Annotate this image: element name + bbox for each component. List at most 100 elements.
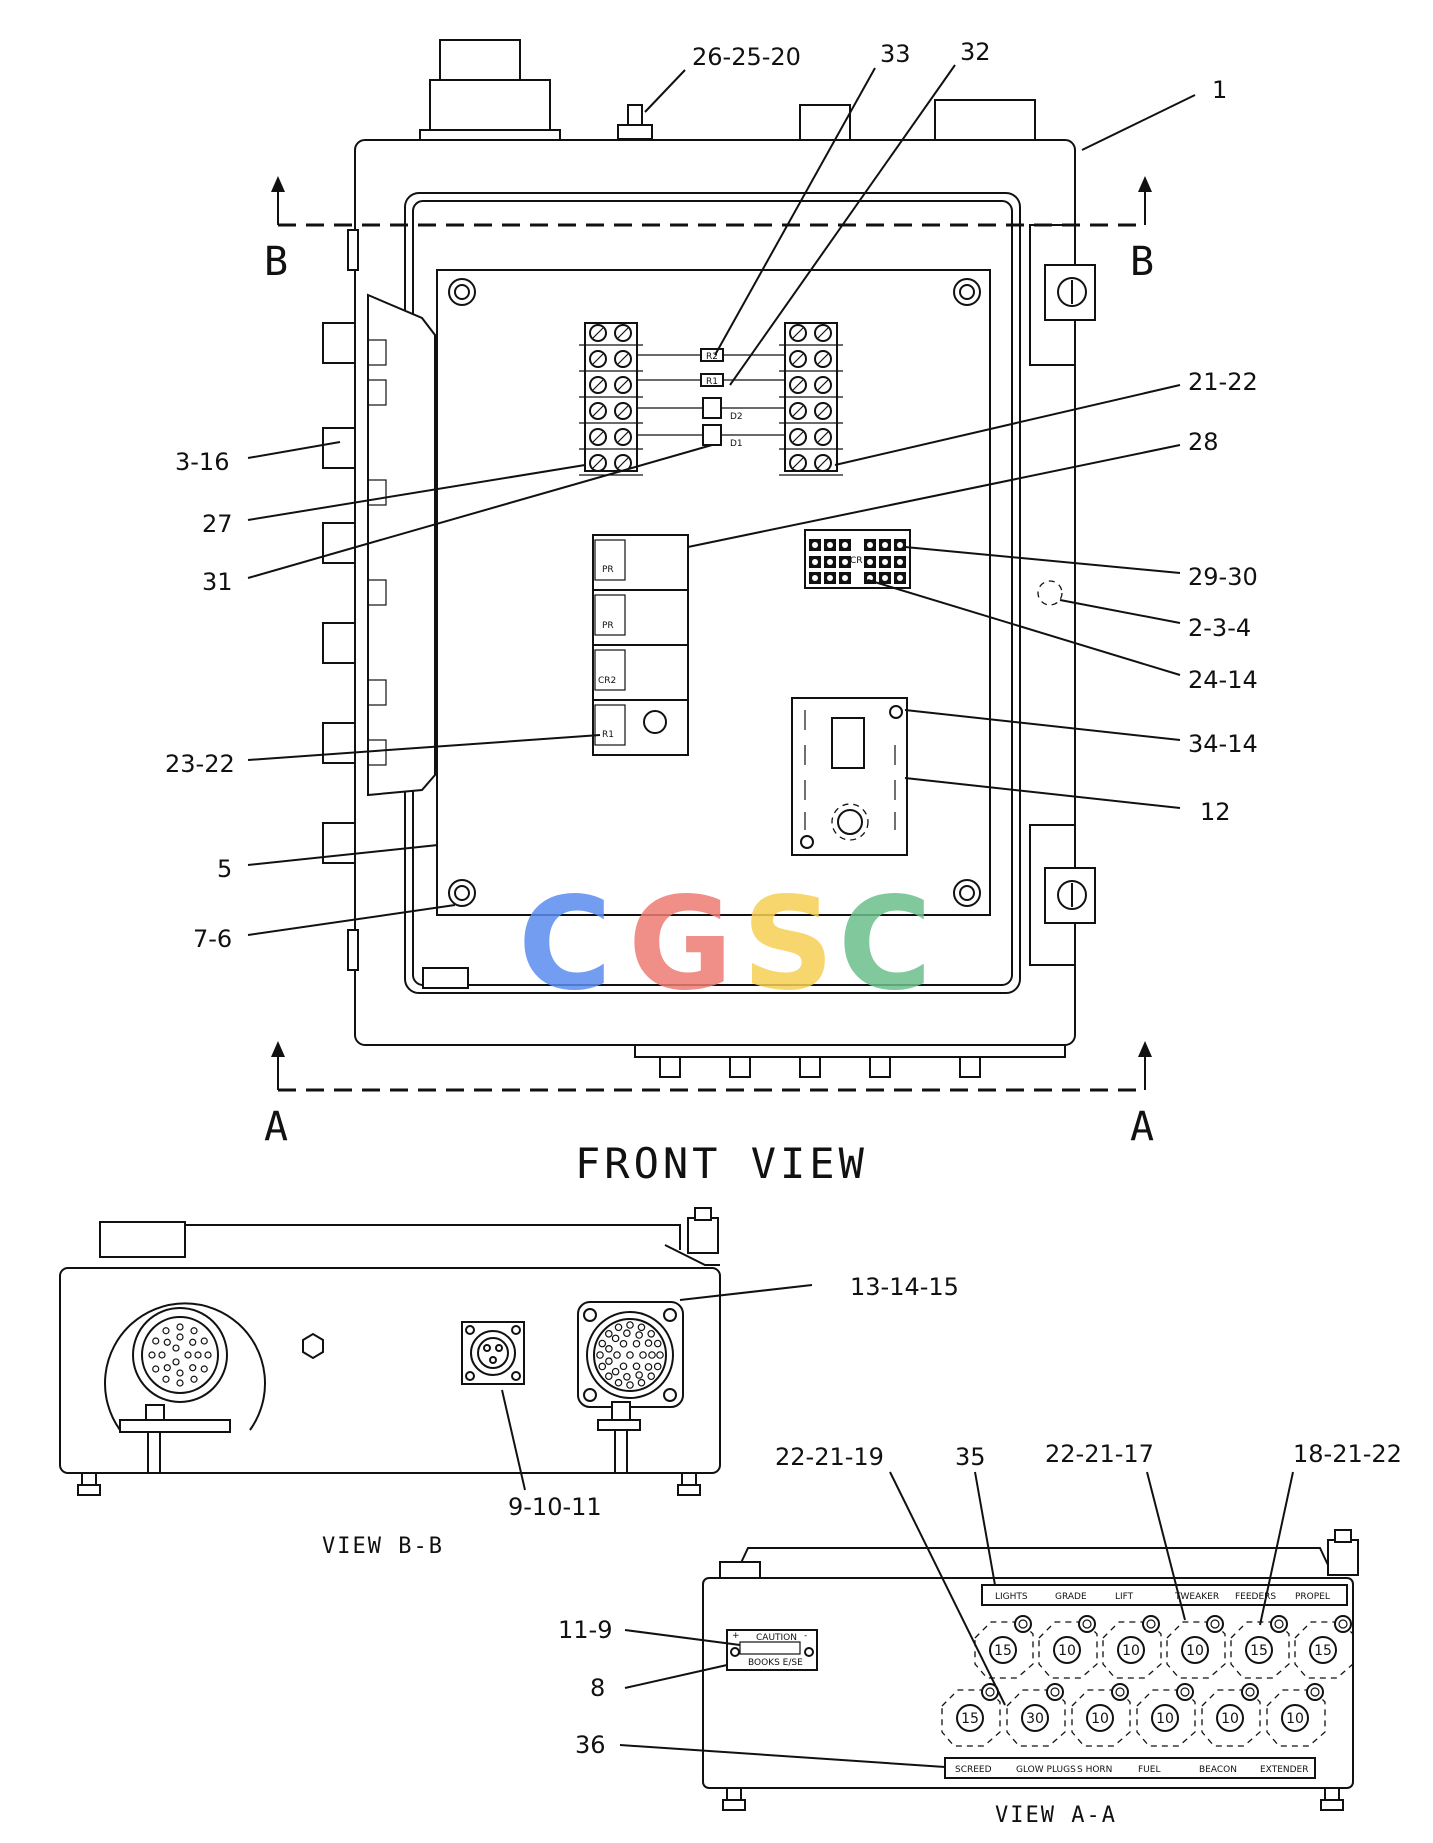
fuse-holder: 15 xyxy=(941,1683,1001,1747)
section-line-a: A A xyxy=(264,1041,1154,1150)
panel-screw-bl xyxy=(448,879,476,907)
terminal-block-right xyxy=(779,322,843,476)
aa-caution-plate: CAUTION BOOKS E/SE + - xyxy=(726,1629,818,1671)
bb-leader-13 xyxy=(679,1284,813,1301)
bottom-strip-label: EXTENDER xyxy=(1260,1765,1308,1775)
panel-screw-tr xyxy=(953,278,981,306)
top-strip-label: FEEDERS xyxy=(1235,1592,1276,1602)
bb-leader-9 xyxy=(501,1389,526,1491)
fuse-holder: 10 xyxy=(1038,1615,1098,1679)
panel-screw-br xyxy=(953,879,981,907)
callout-7-6: 7-6 xyxy=(193,925,232,953)
terminal-block-left xyxy=(579,322,643,476)
callout-1: 1 xyxy=(1212,76,1227,104)
d2-label: D2 xyxy=(730,412,743,422)
aa-callouts: 22-21-19 35 22-21-17 18-21-22 11-9 8 36 xyxy=(558,1440,1402,1759)
bottom-strip-label: BEACON xyxy=(1199,1765,1237,1775)
fuse-rating: 10 xyxy=(1286,1711,1304,1727)
section-a-right: A xyxy=(1130,1104,1154,1150)
callout-28: 28 xyxy=(1188,428,1219,456)
top-strip-label: GRADE xyxy=(1055,1592,1087,1602)
callout-27: 27 xyxy=(202,510,233,538)
view-aa-title: VIEW A-A xyxy=(995,1803,1117,1828)
relay-a-label: PR xyxy=(602,565,614,575)
watermark-c2: C xyxy=(838,870,932,1019)
cr-label: CR xyxy=(850,556,863,566)
resistor-r1: R1 xyxy=(637,373,785,387)
wire-cover xyxy=(367,293,436,797)
relay-c-label: CR2 xyxy=(598,676,616,686)
callout-8: 8 xyxy=(590,1674,605,1702)
latch-upper xyxy=(1029,224,1096,366)
bb-connector-large xyxy=(104,1302,266,1473)
r2-label: R2 xyxy=(706,352,718,362)
plate-label: CAUTION xyxy=(756,1633,797,1643)
watermark-g: G xyxy=(628,870,733,1019)
callout-23-22: 23-22 xyxy=(165,750,235,778)
callout-22-21-19: 22-21-19 xyxy=(775,1443,884,1471)
fuse-holder: 10 xyxy=(1166,1615,1226,1679)
fuse-rating: 15 xyxy=(1250,1643,1268,1659)
section-a-left: A xyxy=(264,1104,288,1150)
relay-stack: PR PR CR2 R1 xyxy=(592,534,689,756)
aa-hinge xyxy=(1327,1529,1359,1576)
front-view: R2 R1 D2 D1 PR PR CR2 xyxy=(165,38,1258,1188)
plate-plus: + xyxy=(732,1631,740,1641)
callout-9-10-11: 9-10-11 xyxy=(508,1493,602,1521)
diode-d2: D2 xyxy=(637,397,785,422)
aa-fuse-holders: 15 10 10 10 15 15 15 30 10 10 10 10 xyxy=(941,1615,1354,1747)
cgsc-watermark: C G S C xyxy=(518,870,932,1019)
fuse-holder: 10 xyxy=(1136,1683,1196,1747)
top-connector-small xyxy=(799,104,851,141)
resistor-r2: R2 xyxy=(637,348,785,362)
fuse-holder: 10 xyxy=(1071,1683,1131,1747)
top-connector-right xyxy=(934,99,1036,143)
callout-3-16: 3-16 xyxy=(175,448,229,476)
bottom-strip-label: S HORN xyxy=(1077,1765,1112,1775)
aa-enclosure xyxy=(702,1577,1354,1789)
fuse-rating: 15 xyxy=(961,1711,979,1727)
fuse-rating: 10 xyxy=(1221,1711,1239,1727)
watermark-s: S xyxy=(742,870,834,1019)
top-connector-large xyxy=(419,39,561,143)
plate-sub: BOOKS E/SE xyxy=(748,1658,803,1668)
callout-11-9: 11-9 xyxy=(558,1616,612,1644)
aa-feet xyxy=(722,1787,1344,1811)
fuse-rating: 10 xyxy=(1156,1711,1174,1727)
fuse-holder: 15 xyxy=(974,1615,1034,1679)
bb-hex-nut xyxy=(302,1332,324,1360)
fuse-holder: 10 xyxy=(1266,1683,1326,1747)
callout-34-14: 34-14 xyxy=(1188,730,1258,758)
relay-b-label: PR xyxy=(602,621,614,631)
relay-base-cr: CR xyxy=(804,529,911,589)
callout-12: 12 xyxy=(1200,798,1231,826)
aa-leaders xyxy=(619,1471,1294,1768)
callout-29-30: 29-30 xyxy=(1188,563,1258,591)
callout-26-25-20: 26-25-20 xyxy=(692,43,801,71)
fuse-rating: 15 xyxy=(1314,1643,1332,1659)
fuse-rating: 10 xyxy=(1122,1643,1140,1659)
fuse-holder: 15 xyxy=(1230,1615,1290,1679)
plate-minus: - xyxy=(804,1631,807,1641)
r1-label: R1 xyxy=(706,377,718,387)
top-strip-label: LIGHTS xyxy=(995,1592,1028,1602)
top-strip-label: LIFT xyxy=(1115,1592,1134,1602)
callout-22-21-17: 22-21-17 xyxy=(1045,1440,1154,1468)
section-b-left: B xyxy=(264,239,288,285)
callout-13-14-15: 13-14-15 xyxy=(850,1273,959,1301)
callout-35: 35 xyxy=(955,1443,986,1471)
bottom-connectors xyxy=(634,1044,1066,1078)
callout-24-14: 24-14 xyxy=(1188,666,1258,694)
watermark-c1: C xyxy=(518,870,612,1019)
callout-2-3-4: 2-3-4 xyxy=(1188,614,1251,642)
d1-label: D1 xyxy=(730,439,743,449)
latch-lower xyxy=(1029,824,1096,966)
section-b-right: B xyxy=(1130,239,1154,285)
hidden-mount-hole xyxy=(1037,580,1063,606)
fuse-rating: 30 xyxy=(1026,1711,1044,1727)
callout-21-22: 21-22 xyxy=(1188,368,1258,396)
fuse-rating: 10 xyxy=(1058,1643,1076,1659)
